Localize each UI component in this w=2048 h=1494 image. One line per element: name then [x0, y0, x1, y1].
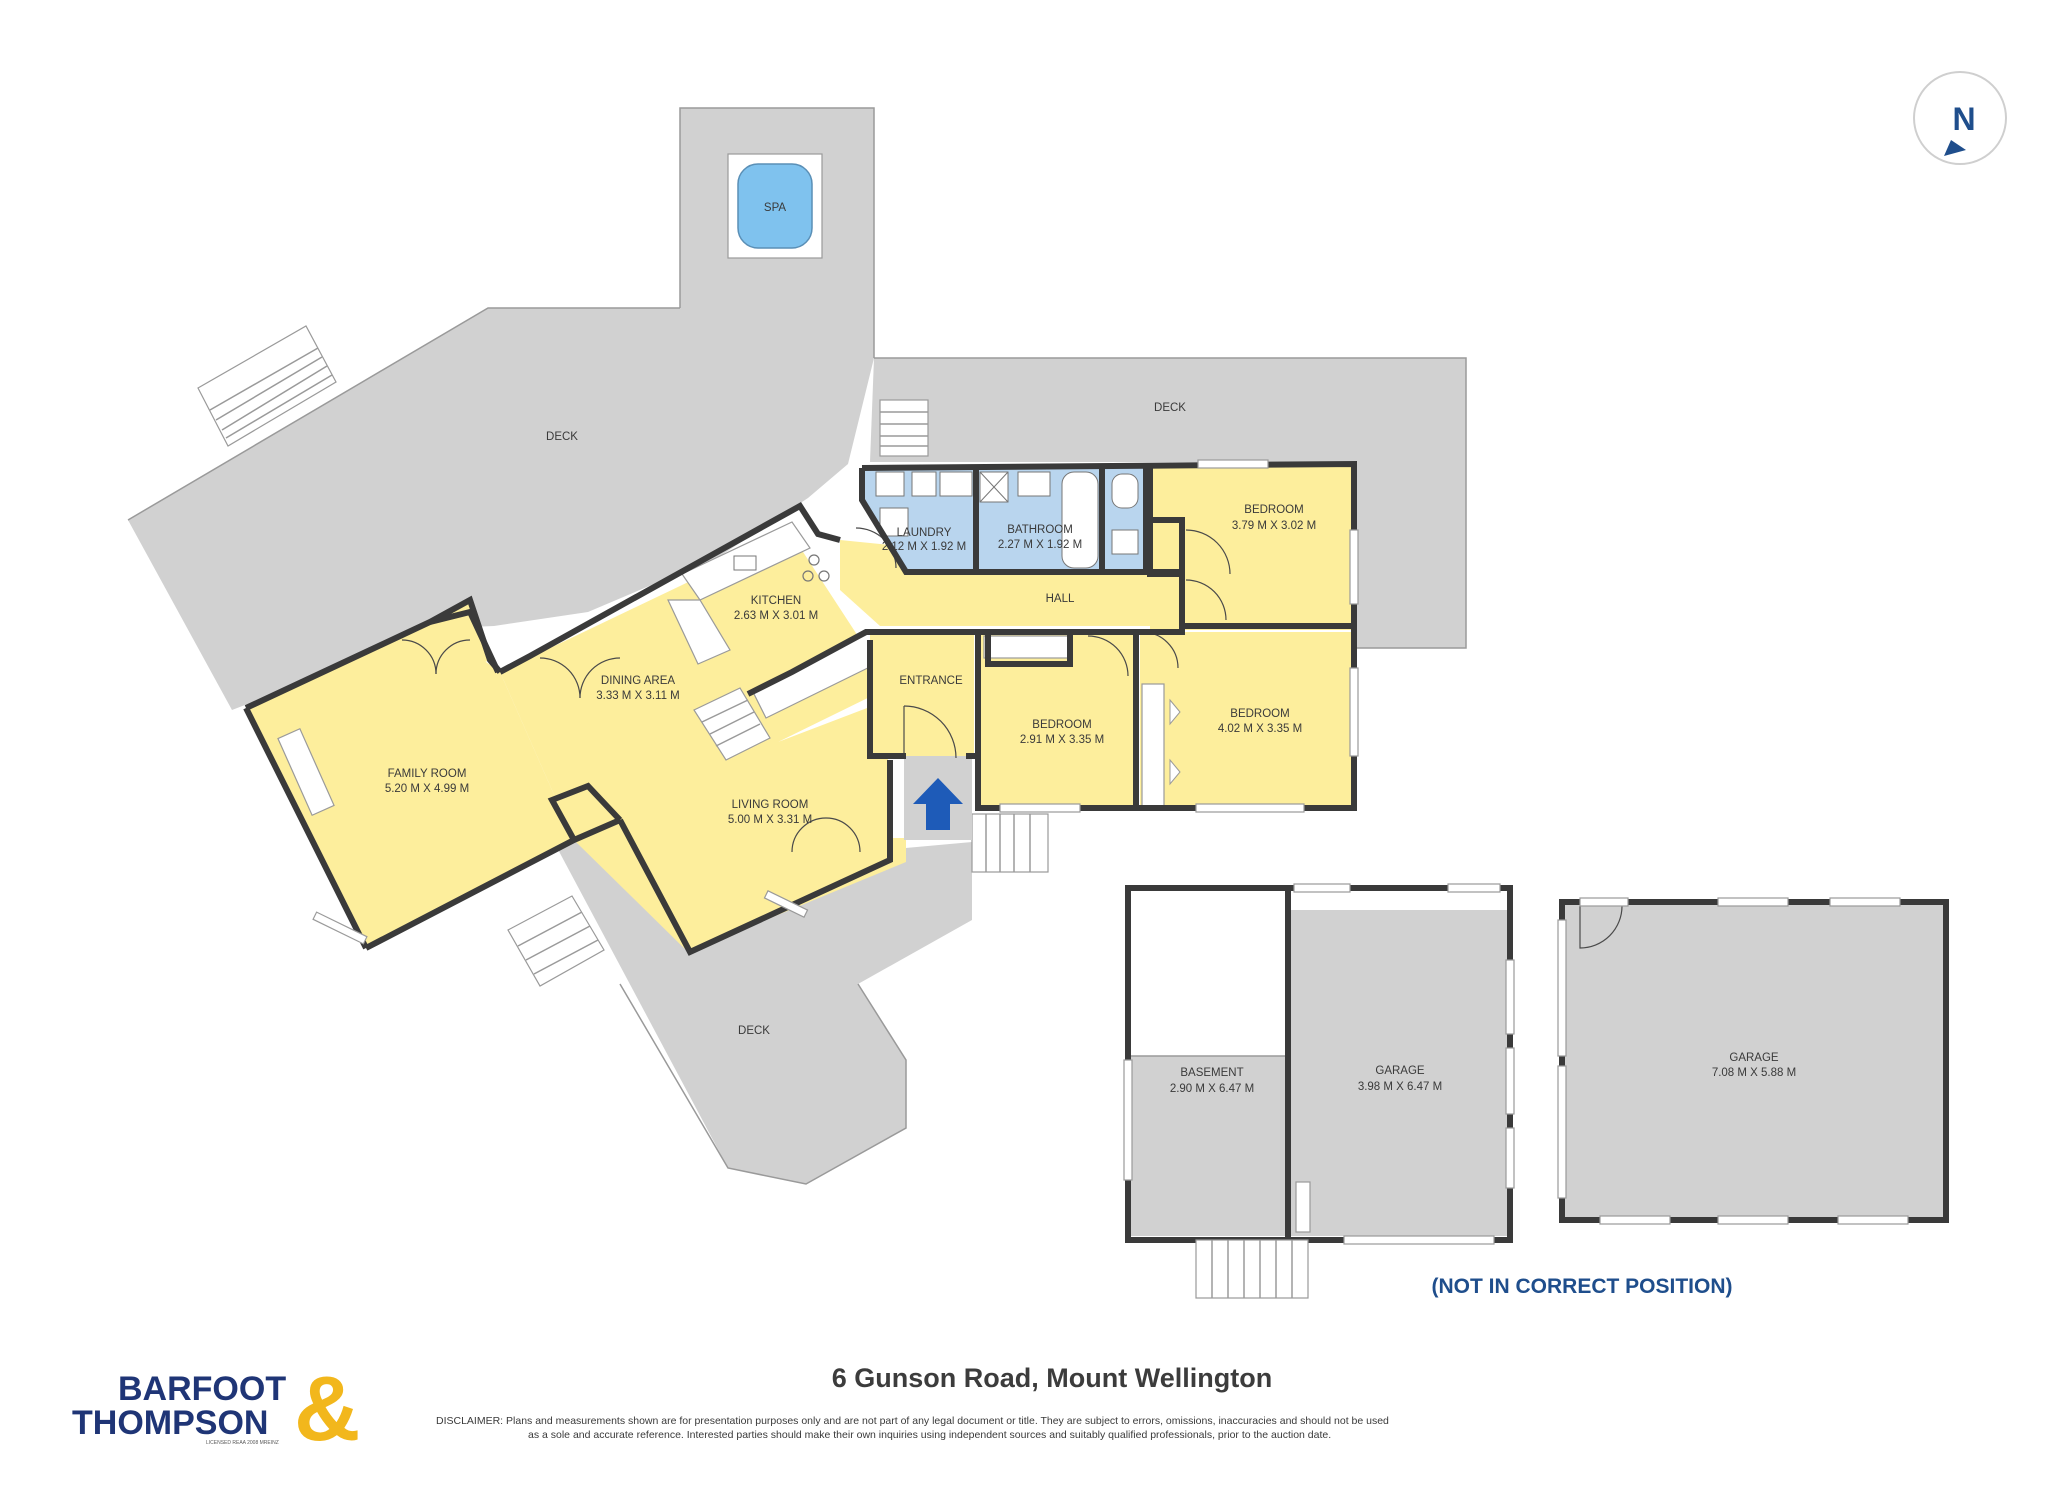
disclaimer-line-2: as a sole and accurate reference. Intere…: [528, 1429, 1331, 1441]
disclaimer-line-1: DISCLAIMER: Plans and measurements shown…: [436, 1415, 1389, 1427]
family-room-dims: 5.20 M X 4.99 M: [385, 783, 469, 795]
living-room-name: LIVING ROOM: [732, 799, 809, 811]
bathroom: [976, 468, 1102, 572]
compass-label: N: [1952, 101, 1975, 137]
logo-line-1: BARFOOT: [118, 1370, 286, 1408]
bedroom-mid-name: BEDROOM: [1032, 719, 1091, 731]
deck-stairs-south: [507, 895, 605, 987]
bathroom-name: BATHROOM: [1007, 524, 1073, 536]
garage-double-name: GARAGE: [1729, 1052, 1779, 1064]
family-room-name: FAMILY ROOM: [388, 768, 467, 780]
dining-dims: 3.33 M X 3.11 M: [596, 690, 680, 702]
toilet: [1104, 468, 1146, 572]
entrance-label: ENTRANCE: [899, 675, 963, 687]
spa: [727, 153, 823, 259]
compass-icon: N: [1913, 71, 2007, 165]
bedroom-east: [1140, 631, 1354, 809]
logo-ampersand: &: [294, 1358, 360, 1460]
outbuilding-walls: [1123, 883, 1949, 1245]
bedroom-ne-dims: 3.79 M X 3.02 M: [1232, 520, 1316, 532]
garage-single: [1290, 910, 1510, 1236]
basement-dims: 2.90 M X 6.47 M: [1170, 1083, 1254, 1095]
spa-label: SPA: [764, 202, 786, 214]
kitchen-dims: 2.63 M X 3.01 M: [734, 610, 818, 622]
garage-single-name: GARAGE: [1375, 1065, 1425, 1077]
deck-north-west: [127, 107, 875, 710]
laundry-name: LAUNDRY: [897, 527, 952, 539]
bedroom-ne-name: BEDROOM: [1244, 504, 1303, 516]
dining-name: DINING AREA: [601, 675, 675, 687]
not-in-position-note: (NOT IN CORRECT POSITION): [1432, 1275, 1733, 1298]
kitchen-name: KITCHEN: [751, 595, 801, 607]
windows: [312, 459, 1359, 945]
logo-license: LICENSED REAA 2008 MREINZ: [206, 1440, 279, 1446]
basement-name: BASEMENT: [1180, 1067, 1243, 1079]
deck-north-label: DECK: [1154, 402, 1186, 414]
bedroom-mid-dims: 2.91 M X 3.35 M: [1020, 734, 1104, 746]
kitchen: [667, 521, 885, 742]
garage-double-dims: 7.08 M X 5.88 M: [1712, 1067, 1796, 1079]
entry-stairs: [971, 813, 1049, 873]
laundry-dims: 2.12 M X 1.92 M: [882, 541, 966, 553]
deck-north-east: [870, 357, 1467, 649]
garage-double: [1562, 902, 1946, 1220]
garage-single-dims: 3.98 M X 6.47 M: [1358, 1081, 1442, 1093]
entry-arrow-icon: [913, 778, 963, 830]
bedroom-east-name: BEDROOM: [1230, 708, 1289, 720]
barfoot-thompson-logo: & BARFOOT THOMPSON LICENSED REAA 2008 MR…: [72, 1358, 360, 1460]
living-room-dims: 5.00 M X 3.31 M: [728, 814, 812, 826]
address-title: 6 Gunson Road, Mount Wellington: [832, 1363, 1272, 1393]
interior-stairs: [693, 687, 771, 761]
bathroom-dims: 2.27 M X 1.92 M: [998, 539, 1082, 551]
bedroom-east-dims: 4.02 M X 3.35 M: [1218, 723, 1302, 735]
logo-line-2: THOMPSON: [72, 1404, 268, 1442]
basement: [1128, 888, 1288, 1236]
deck-west-label: DECK: [546, 431, 578, 443]
deck-stairs-north: [879, 399, 929, 457]
basement-stairs: [1195, 1239, 1309, 1299]
deck-stairs-northwest: [197, 325, 337, 447]
deck-south-label: DECK: [738, 1025, 770, 1037]
hall-label: HALL: [1046, 593, 1075, 605]
